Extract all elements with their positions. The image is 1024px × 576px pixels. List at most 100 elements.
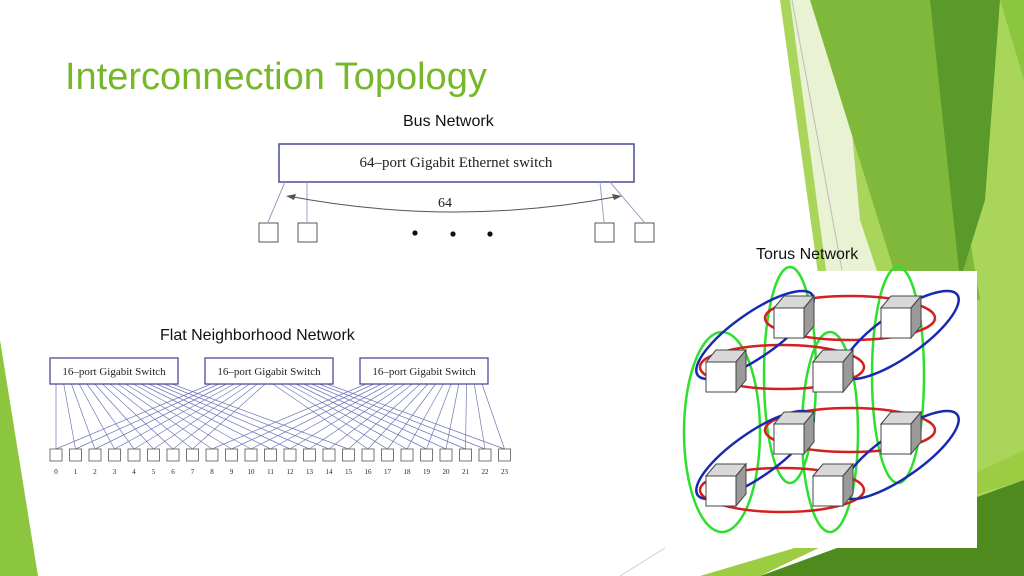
flat-link [231, 383, 374, 450]
flat-node-label: 17 [384, 468, 392, 476]
flat-link [303, 383, 447, 450]
flat-node [186, 448, 199, 462]
thin-bottom-line [619, 547, 666, 576]
flat-node [166, 448, 180, 462]
flat-node-label: 13 [306, 468, 314, 476]
torus-red-ring [763, 406, 937, 454]
flat-node-label: 22 [482, 468, 490, 476]
flat-node-label: 3 [113, 468, 117, 476]
flat-node-label: 2 [93, 468, 97, 476]
flat-link [109, 383, 193, 450]
torus-node-cube [773, 295, 815, 339]
flat-node-label: 19 [423, 468, 431, 476]
flat-node [322, 448, 336, 462]
flat-link [465, 383, 467, 450]
flat-link [272, 383, 369, 450]
flat-network-caption: Flat Neighborhood Network [160, 327, 355, 344]
flat-node-label: 16 [365, 468, 373, 476]
flat-node-label: 8 [210, 468, 214, 476]
right-top-accent [1000, 0, 1024, 80]
flat-link [348, 383, 421, 450]
bus-node [634, 222, 655, 243]
flat-link [309, 383, 405, 450]
flat-node [108, 448, 121, 462]
flat-link [164, 383, 330, 450]
torus-red-ring [698, 466, 866, 514]
flat-link [211, 383, 367, 450]
flat-node-label: 7 [191, 468, 195, 476]
flat-link [94, 383, 154, 450]
flat-node [244, 448, 258, 462]
bus-node [258, 222, 279, 243]
bus-node [297, 222, 318, 243]
flat-switch-box [204, 357, 334, 385]
flat-link [270, 383, 390, 450]
bus-link [599, 181, 605, 223]
flat-link [319, 383, 486, 450]
flat-node [478, 448, 492, 462]
flat-link [171, 383, 349, 450]
flat-node [283, 448, 297, 462]
flat-link [172, 383, 258, 450]
flat-node [225, 448, 238, 462]
flat-link [114, 383, 235, 450]
bus-count-label: 64 [438, 196, 452, 211]
flat-node [459, 448, 472, 462]
flat-link [156, 383, 310, 450]
flat-node [69, 448, 82, 462]
flat-link [63, 383, 76, 450]
torus-node-cube [880, 411, 922, 455]
flat-link [133, 383, 252, 450]
torus-node-cube [705, 349, 747, 393]
flat-switch-box [49, 357, 179, 385]
torus-node-cube [812, 463, 854, 507]
flat-link [481, 383, 505, 450]
flat-switch-label: 16–port Gigabit Switch [372, 366, 476, 378]
flat-node-label: 10 [248, 468, 256, 476]
flat-link [250, 383, 382, 450]
flat-switch-label: 16–port Gigabit Switch [62, 366, 166, 378]
slide-title: Interconnection Topology [65, 56, 487, 98]
torus-red-ring [763, 294, 937, 342]
flat-node-label: 5 [152, 468, 156, 476]
bus-node [594, 222, 615, 243]
flat-link [473, 383, 486, 450]
flat-link [289, 383, 398, 450]
flat-links [55, 383, 505, 450]
flat-node-label: 1 [74, 468, 78, 476]
flat-link [75, 383, 219, 450]
flat-link [445, 383, 460, 450]
left-green-wedge [0, 340, 38, 576]
flat-link [311, 383, 466, 450]
flat-link [125, 383, 232, 450]
flat-node [127, 448, 141, 462]
flat-link [86, 383, 135, 450]
flat-node [49, 448, 63, 462]
flat-link [326, 383, 505, 450]
torus-node-cube [812, 349, 854, 393]
flat-node-label: 15 [345, 468, 353, 476]
right-dark-band [930, 0, 1000, 280]
flat-node-label: 18 [404, 468, 412, 476]
bus-ellipsis-dot [487, 231, 493, 237]
flat-switch-box [359, 357, 489, 385]
flat-node [88, 448, 102, 462]
flat-node [342, 448, 355, 462]
right-pale-band [790, 0, 880, 300]
flat-link [71, 383, 96, 450]
flat-node [420, 448, 433, 462]
flat-link [288, 383, 408, 450]
flat-link [102, 383, 174, 450]
bus-switch-box [278, 143, 635, 183]
flat-link [426, 383, 452, 450]
flat-node [381, 448, 394, 462]
flat-node [147, 448, 160, 462]
bus-link [267, 181, 286, 223]
torus-network-caption: Torus Network [756, 246, 859, 263]
bus-ellipsis-dot [450, 231, 456, 237]
torus-blue-ring [695, 289, 815, 381]
flat-node-label: 14 [326, 468, 334, 476]
flat-link [133, 383, 243, 450]
flat-link [280, 383, 388, 450]
